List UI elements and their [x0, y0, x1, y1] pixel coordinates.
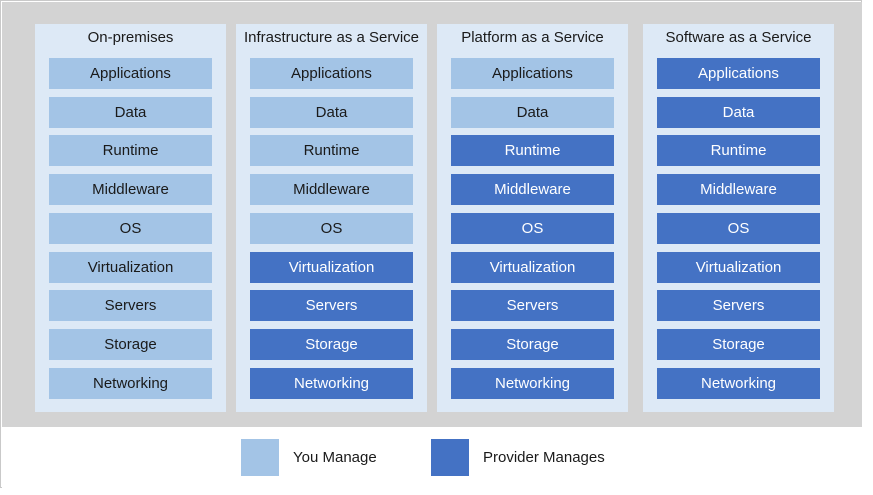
column-title: Software as a Service [665, 29, 812, 46]
layer-storage: Storage [49, 329, 212, 360]
layer-data: Data [49, 97, 212, 128]
layer-servers: Servers [250, 290, 413, 321]
layer-storage: Storage [250, 329, 413, 360]
column-title: Platform as a Service [461, 29, 604, 46]
layer-data: Data [657, 97, 820, 128]
layer-servers: Servers [657, 290, 820, 321]
layer-storage: Storage [451, 329, 614, 360]
layer-virtualization: Virtualization [49, 252, 212, 283]
layer-middleware: Middleware [451, 174, 614, 205]
layer-virtualization: Virtualization [657, 252, 820, 283]
column-title: On-premises [87, 29, 174, 46]
layer-storage: Storage [657, 329, 820, 360]
layer-runtime: Runtime [49, 135, 212, 166]
layer-data: Data [451, 97, 614, 128]
layer-middleware: Middleware [49, 174, 212, 205]
layer-virtualization: Virtualization [451, 252, 614, 283]
layer-virtualization: Virtualization [250, 252, 413, 283]
legend-label-provider-manages: Provider Manages [483, 449, 605, 466]
layer-runtime: Runtime [250, 135, 413, 166]
layer-networking: Networking [49, 368, 212, 399]
legend-label-you-manage: You Manage [293, 449, 377, 466]
layer-runtime: Runtime [657, 135, 820, 166]
layer-networking: Networking [657, 368, 820, 399]
column-title: Infrastructure as a Service [243, 29, 420, 46]
layer-applications: Applications [49, 58, 212, 89]
layer-applications: Applications [250, 58, 413, 89]
layer-os: OS [49, 213, 212, 244]
layer-os: OS [657, 213, 820, 244]
layer-middleware: Middleware [250, 174, 413, 205]
legend: You Manage Provider Manages [2, 427, 862, 488]
layer-servers: Servers [49, 290, 212, 321]
layer-middleware: Middleware [657, 174, 820, 205]
legend-swatch-provider-manages [431, 439, 469, 476]
layer-networking: Networking [451, 368, 614, 399]
layer-applications: Applications [657, 58, 820, 89]
layer-applications: Applications [451, 58, 614, 89]
layer-servers: Servers [451, 290, 614, 321]
legend-swatch-you-manage [241, 439, 279, 476]
layer-runtime: Runtime [451, 135, 614, 166]
layer-data: Data [250, 97, 413, 128]
layer-networking: Networking [250, 368, 413, 399]
layer-os: OS [250, 213, 413, 244]
layer-os: OS [451, 213, 614, 244]
